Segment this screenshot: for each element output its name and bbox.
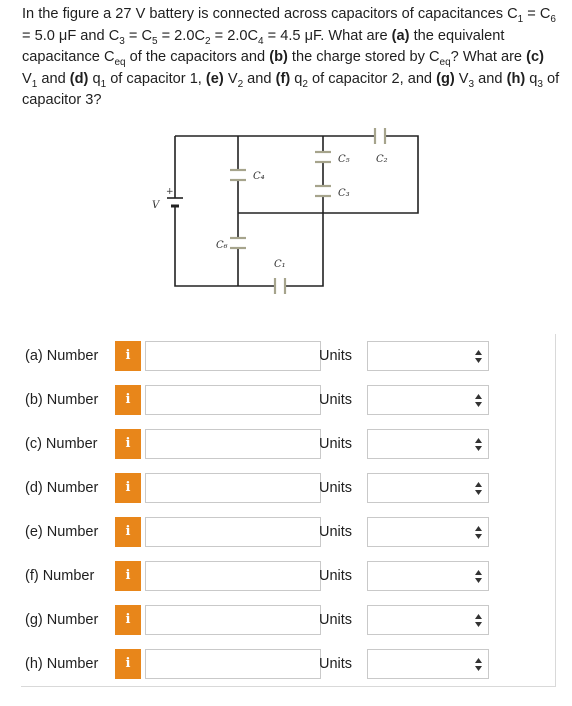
- units-label: Units: [319, 612, 353, 628]
- units-label: Units: [319, 436, 353, 452]
- units-label: Units: [319, 480, 353, 496]
- battery-label: V: [152, 200, 161, 211]
- info-button[interactable]: i: [115, 517, 141, 547]
- number-input[interactable]: [145, 561, 321, 591]
- units-select[interactable]: [367, 561, 489, 591]
- units-label: Units: [319, 656, 353, 672]
- select-arrows-icon: [475, 526, 482, 539]
- select-arrows-icon: [475, 438, 482, 451]
- select-arrows-icon: [475, 482, 482, 495]
- select-arrows-icon: [475, 350, 482, 363]
- circuit-wires: [174, 135, 419, 287]
- answer-label: (a) Number: [25, 348, 99, 364]
- units-select[interactable]: [367, 517, 489, 547]
- answer-row: (b) Number i Units: [21, 383, 555, 417]
- info-button[interactable]: i: [115, 429, 141, 459]
- units-select[interactable]: [367, 429, 489, 459]
- info-button[interactable]: i: [115, 561, 141, 591]
- question-text: In the figure a 27 V battery is connecte…: [22, 6, 560, 108]
- c1-label: C₁: [274, 259, 286, 270]
- units-label: Units: [319, 392, 353, 408]
- number-input[interactable]: [145, 473, 321, 503]
- capacitor-c4-icon: [230, 168, 246, 182]
- capacitor-c6-icon: [230, 236, 246, 250]
- select-arrows-icon: [475, 658, 482, 671]
- c5-label: C₅: [338, 154, 350, 165]
- answer-row: (f) Number i Units: [21, 559, 555, 593]
- info-button[interactable]: i: [115, 649, 141, 679]
- answer-row: (g) Number i Units: [21, 603, 555, 637]
- answer-label: (c) Number: [25, 436, 98, 452]
- number-input[interactable]: [145, 385, 321, 415]
- answer-label: (g) Number: [25, 612, 99, 628]
- battery-icon: [167, 197, 183, 208]
- info-button[interactable]: i: [115, 473, 141, 503]
- units-select[interactable]: [367, 473, 489, 503]
- c3-label: C₃: [338, 188, 350, 199]
- capacitor-c1-icon: [273, 278, 287, 294]
- answer-label: (f) Number: [25, 568, 95, 584]
- answer-label: (d) Number: [25, 480, 99, 496]
- units-select[interactable]: [367, 605, 489, 635]
- units-select[interactable]: [367, 649, 489, 679]
- number-input[interactable]: [145, 429, 321, 459]
- c2-label: C₂: [376, 154, 388, 165]
- info-button[interactable]: i: [115, 341, 141, 371]
- number-input[interactable]: [145, 605, 321, 635]
- number-input[interactable]: [145, 649, 321, 679]
- units-select[interactable]: [367, 341, 489, 371]
- answer-row: (e) Number i Units: [21, 515, 555, 549]
- answer-row: (a) Number i Units: [21, 339, 555, 373]
- battery-plus-label: +: [166, 187, 174, 197]
- units-label: Units: [319, 568, 353, 584]
- answer-label: (e) Number: [25, 524, 99, 540]
- answer-label: (h) Number: [25, 656, 99, 672]
- units-label: Units: [319, 348, 353, 364]
- select-arrows-icon: [475, 614, 482, 627]
- answer-row: (h) Number i Units: [21, 647, 555, 681]
- info-button[interactable]: i: [115, 385, 141, 415]
- circuit-diagram: V + C₄ C₆ C₅ C₃ C₂ C₁: [152, 128, 419, 294]
- capacitor-c3-icon: [315, 184, 331, 198]
- answer-row: (d) Number i Units: [21, 471, 555, 505]
- c4-label: C₄: [253, 171, 265, 182]
- info-button[interactable]: i: [115, 605, 141, 635]
- answer-label: (b) Number: [25, 392, 99, 408]
- c6-label: C₆: [216, 240, 228, 251]
- answer-row: (c) Number i Units: [21, 427, 555, 461]
- units-select[interactable]: [367, 385, 489, 415]
- select-arrows-icon: [475, 570, 482, 583]
- units-label: Units: [319, 524, 353, 540]
- number-input[interactable]: [145, 517, 321, 547]
- select-arrows-icon: [475, 394, 482, 407]
- capacitor-c2-icon: [373, 128, 387, 144]
- number-input[interactable]: [145, 341, 321, 371]
- capacitor-c5-icon: [315, 150, 331, 164]
